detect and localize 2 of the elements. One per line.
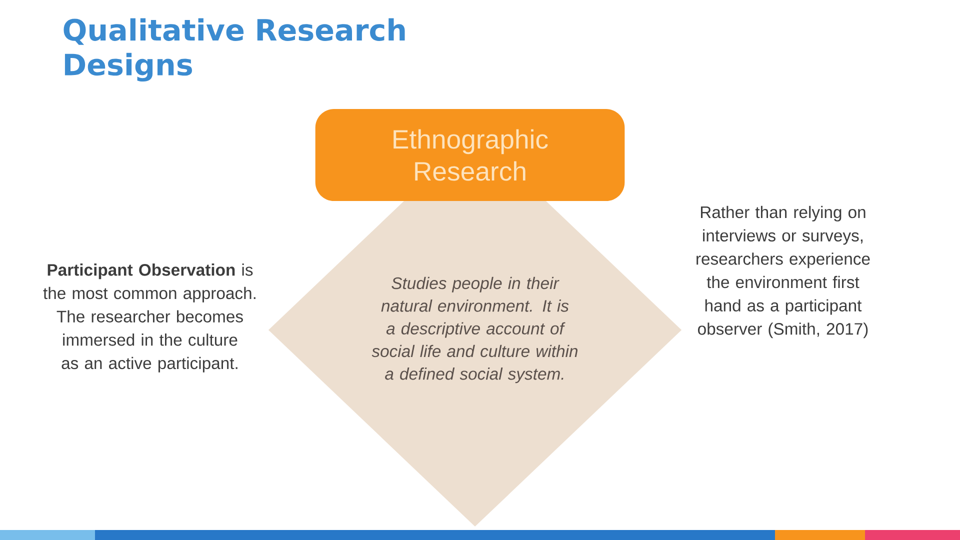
title: Qualitative Research Designs bbox=[64, 18, 405, 82]
rounded-box: Ethnographic Research bbox=[315, 109, 625, 201]
